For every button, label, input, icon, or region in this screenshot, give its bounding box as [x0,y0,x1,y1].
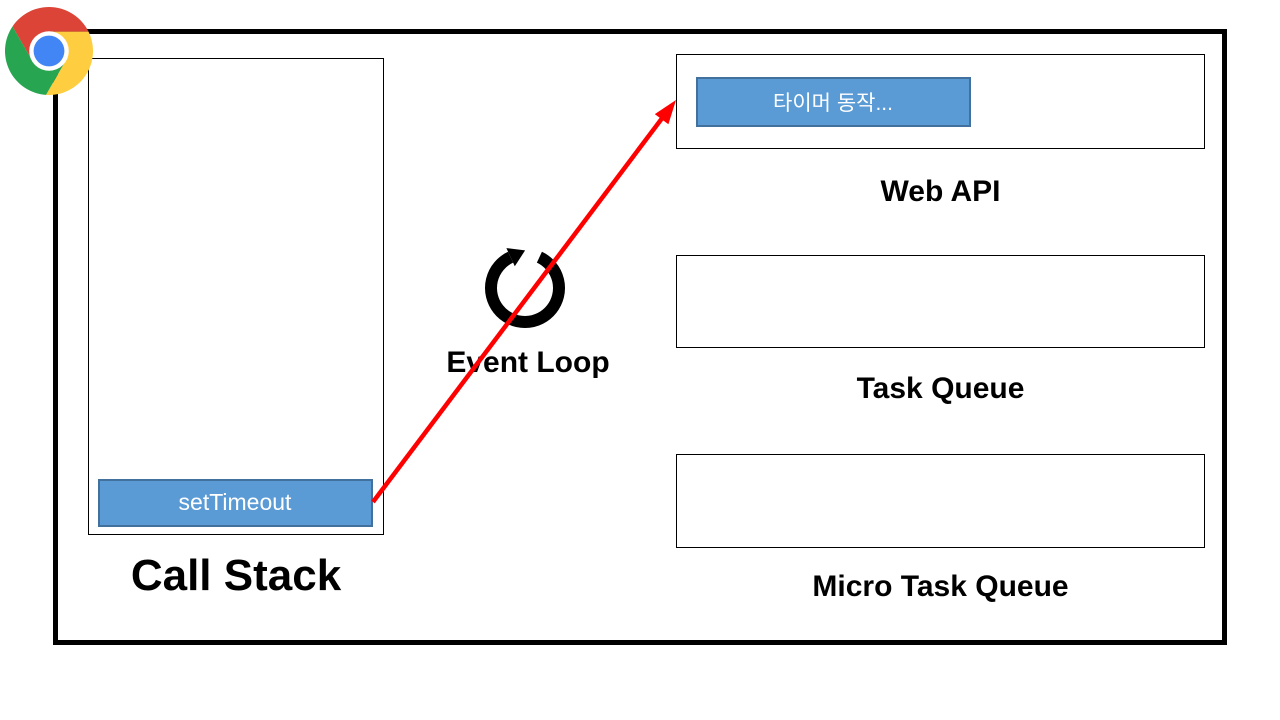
chrome-icon [5,7,93,95]
stack-item-label: setTimeout [178,489,292,515]
micro-task-queue-box [676,454,1205,548]
call-stack-box: setTimeout [88,58,384,535]
web-api-label: Web API [880,175,1001,208]
task-queue-box [676,255,1205,348]
event-loop-label: Event Loop [446,346,610,379]
micro-task-queue-label: Micro Task Queue [812,570,1069,603]
event-loop-circular-arrow-icon [485,248,565,328]
web-api-item-timer: 타이머 동작... [695,76,971,127]
stack-item-settimeout: setTimeout [97,478,373,527]
call-stack-label: Call Stack [130,551,342,600]
web-api-item-label: 타이머 동작... [773,91,893,115]
web-api-box: 타이머 동작... [676,54,1205,149]
task-queue-label: Task Queue [856,372,1025,405]
